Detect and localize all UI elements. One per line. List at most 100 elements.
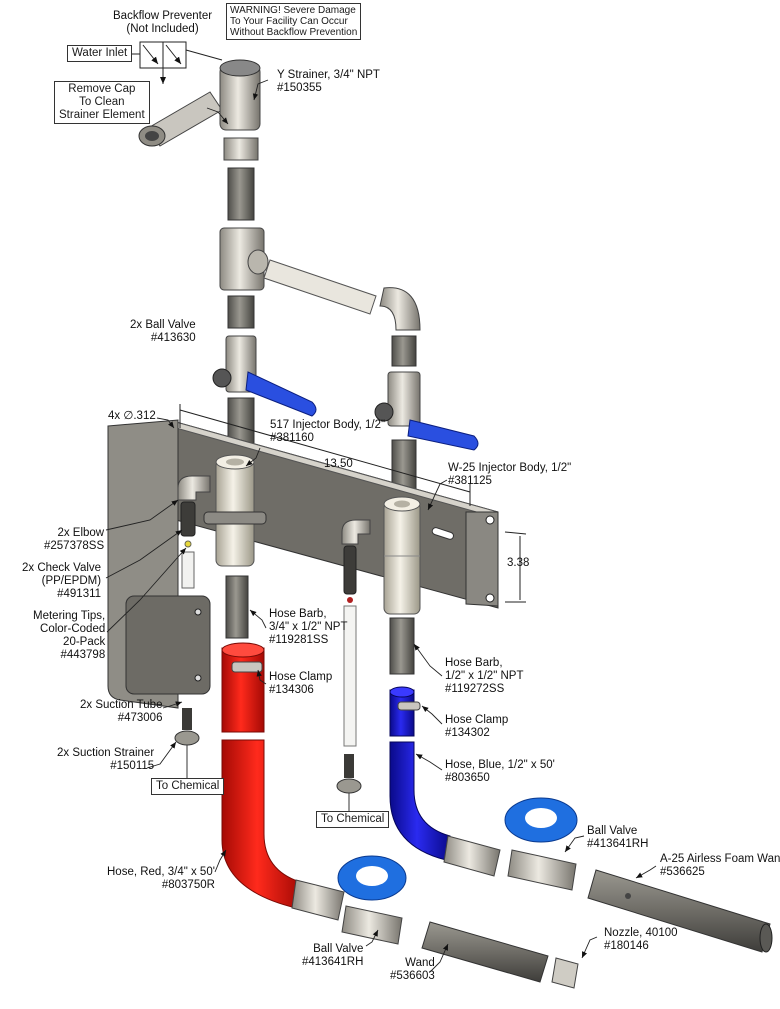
injector-517-label: 517 Injector Body, 1/2" #381160 xyxy=(270,419,385,445)
metering-tips-line2: Color-Coded xyxy=(40,623,106,635)
ball-valve-right-label: Ball Valve #413641RH xyxy=(587,825,648,851)
y-strainer xyxy=(138,59,261,161)
remove-cap-box: Remove Cap To Clean Strainer Element xyxy=(54,81,150,124)
hose-red-part: #803750R xyxy=(161,879,215,891)
red-hose xyxy=(221,642,345,921)
backflow-preventer-symbol xyxy=(130,41,223,84)
foam-wand xyxy=(587,869,773,953)
hose-barbs xyxy=(225,575,415,675)
hose-clamp-blue-name: Hose Clamp xyxy=(445,714,509,726)
hose-barb-34-label: Hose Barb, 3/4" x 1/2" NPT #119281SS xyxy=(269,608,347,647)
ball-valve-left-part: #413641RH xyxy=(302,956,364,968)
height-dimension: 3.38 xyxy=(507,557,530,569)
water-inlet-box: Water Inlet xyxy=(67,45,133,62)
nozzle-name: Nozzle, 40100 xyxy=(604,927,678,939)
to-chemical-mid: To Chemical xyxy=(316,811,390,828)
remove-cap-line1: Remove Cap xyxy=(68,83,136,95)
hose-barb-34-part: #119281SS xyxy=(269,634,329,646)
hose-barb-12-label: Hose Barb, 1/2" x 1/2" NPT #119272SS xyxy=(445,657,523,696)
foam-wand-name: A-25 Airless Foam Wand xyxy=(660,853,780,865)
injector-w25-label: W-25 Injector Body, 1/2" #381125 xyxy=(448,462,571,488)
hose-clamp-red-name: Hose Clamp xyxy=(269,671,333,683)
check-valve-name: 2x Check Valve xyxy=(22,562,102,574)
warning-line1: WARNING! Severe Damage xyxy=(230,5,356,16)
injector-w25-part: #381125 xyxy=(448,475,492,487)
suction-strainer-label: 2x Suction Strainer #150115 xyxy=(57,747,154,773)
metering-tips-part: #443798 xyxy=(60,649,106,661)
ball-valve-left-label: Ball Valve #413641RH xyxy=(302,943,363,969)
wand-name: Wand xyxy=(405,957,435,969)
injector-517-part: #381160 xyxy=(270,432,314,444)
check-valve-label: 2x Check Valve (PP/EPDM) #491311 xyxy=(22,562,101,601)
width-dimension: 13.50 xyxy=(324,458,353,470)
y-strainer-label: Y Strainer, 3/4" NPT #150355 xyxy=(277,69,380,95)
warning-line3: Without Backflow Prevention xyxy=(230,27,358,38)
check-valve-material: (PP/EPDM) xyxy=(41,575,102,587)
ball-valve-2x-label: 2x Ball Valve #413630 xyxy=(130,319,196,345)
elbow-part: #257378SS xyxy=(44,540,105,552)
ball-valve-2x-part: #413630 xyxy=(150,332,196,344)
hose-blue-label: Hose, Blue, 1/2" x 50' #803650 xyxy=(445,759,555,785)
warning-box: WARNING! Severe Damage To Your Facility … xyxy=(226,3,362,40)
injector-517 xyxy=(203,454,267,567)
remove-cap-line2: To Clean xyxy=(79,96,125,108)
foam-wand-label: A-25 Airless Foam Wand #536625 xyxy=(660,853,780,879)
hose-clamp-red-part: #134306 xyxy=(269,684,314,696)
wand-and-nozzle xyxy=(421,921,579,989)
wand-part: #536603 xyxy=(390,970,435,982)
wand-label: Wand #536603 xyxy=(390,957,435,983)
hose-barb-12-size: 1/2" x 1/2" NPT xyxy=(445,670,524,682)
elbows-check-valves xyxy=(177,475,371,747)
ball-valve-2x-name: 2x Ball Valve xyxy=(130,319,196,331)
injector-517-name: 517 Injector Body, 1/2" xyxy=(270,419,386,431)
backflow-preventer-label: Backflow Preventer (Not Included) xyxy=(113,10,212,36)
ball-valve-right-name: Ball Valve xyxy=(587,825,638,837)
elbow-name: 2x Elbow xyxy=(57,527,105,539)
remove-cap-line3: Strainer Element xyxy=(59,109,145,121)
hose-barb-34-size: 3/4" x 1/2" NPT xyxy=(269,621,348,633)
right-pipe-stack xyxy=(374,335,479,491)
metering-tips-line1: Metering Tips, xyxy=(33,610,106,622)
left-pipe-stack xyxy=(212,167,317,451)
check-valve-part: #491311 xyxy=(57,588,102,600)
ball-valve-right xyxy=(504,797,578,891)
warning-line2: To Your Facility Can Occur xyxy=(230,16,348,27)
hose-clamp-blue-label: Hose Clamp #134302 xyxy=(445,714,508,740)
elbow-label: 2x Elbow #257378SS xyxy=(44,527,104,553)
hose-clamp-red-label: Hose Clamp #134306 xyxy=(269,671,332,697)
suction-tube-label: 2x Suction Tube #473006 xyxy=(80,699,162,725)
mounting-bracket xyxy=(107,419,499,709)
hose-blue-name: Hose, Blue, 1/2" x 50' xyxy=(445,759,555,771)
to-chemical-left: To Chemical xyxy=(151,778,225,795)
blue-hose xyxy=(389,686,501,877)
foam-wand-part: #536625 xyxy=(660,866,705,878)
injector-w25 xyxy=(383,496,421,615)
suction-strainers xyxy=(174,708,362,812)
ball-valve-right-part: #413641RH xyxy=(587,838,649,850)
hole-dimension: 4x ∅.312 xyxy=(108,410,156,422)
suction-tube-part: #473006 xyxy=(117,712,163,724)
y-strainer-part: #150355 xyxy=(277,82,322,94)
cross-pipe-elbow xyxy=(263,259,421,331)
hose-clamp-blue-part: #134302 xyxy=(445,727,490,739)
ball-valve-left-name: Ball Valve xyxy=(313,943,364,955)
metering-tips-label: Metering Tips, Color-Coded 20-Pack #4437… xyxy=(33,610,105,662)
dimension-lines xyxy=(179,404,527,603)
y-strainer-name: Y Strainer, 3/4" NPT xyxy=(277,69,380,81)
suction-tube-name: 2x Suction Tube xyxy=(80,699,163,711)
hose-barb-12-part: #119272SS xyxy=(445,683,505,695)
hose-blue-part: #803650 xyxy=(445,772,490,784)
ball-valve-left xyxy=(337,855,407,945)
nozzle-label: Nozzle, 40100 #180146 xyxy=(604,927,678,953)
metering-tips-line3: 20-Pack xyxy=(63,636,106,648)
hose-barb-34-name: Hose Barb, xyxy=(269,608,327,620)
suction-strainer-name: 2x Suction Strainer xyxy=(57,747,155,759)
hose-red-name: Hose, Red, 3/4" x 50' xyxy=(107,866,215,878)
suction-strainer-part: #150115 xyxy=(110,760,155,772)
hose-barb-12-name: Hose Barb, xyxy=(445,657,503,669)
backflow-line2: (Not Included) xyxy=(126,23,199,35)
backflow-line1: Backflow Preventer xyxy=(113,10,213,22)
leader-lines xyxy=(105,79,657,973)
injector-w25-name: W-25 Injector Body, 1/2" xyxy=(448,462,572,474)
